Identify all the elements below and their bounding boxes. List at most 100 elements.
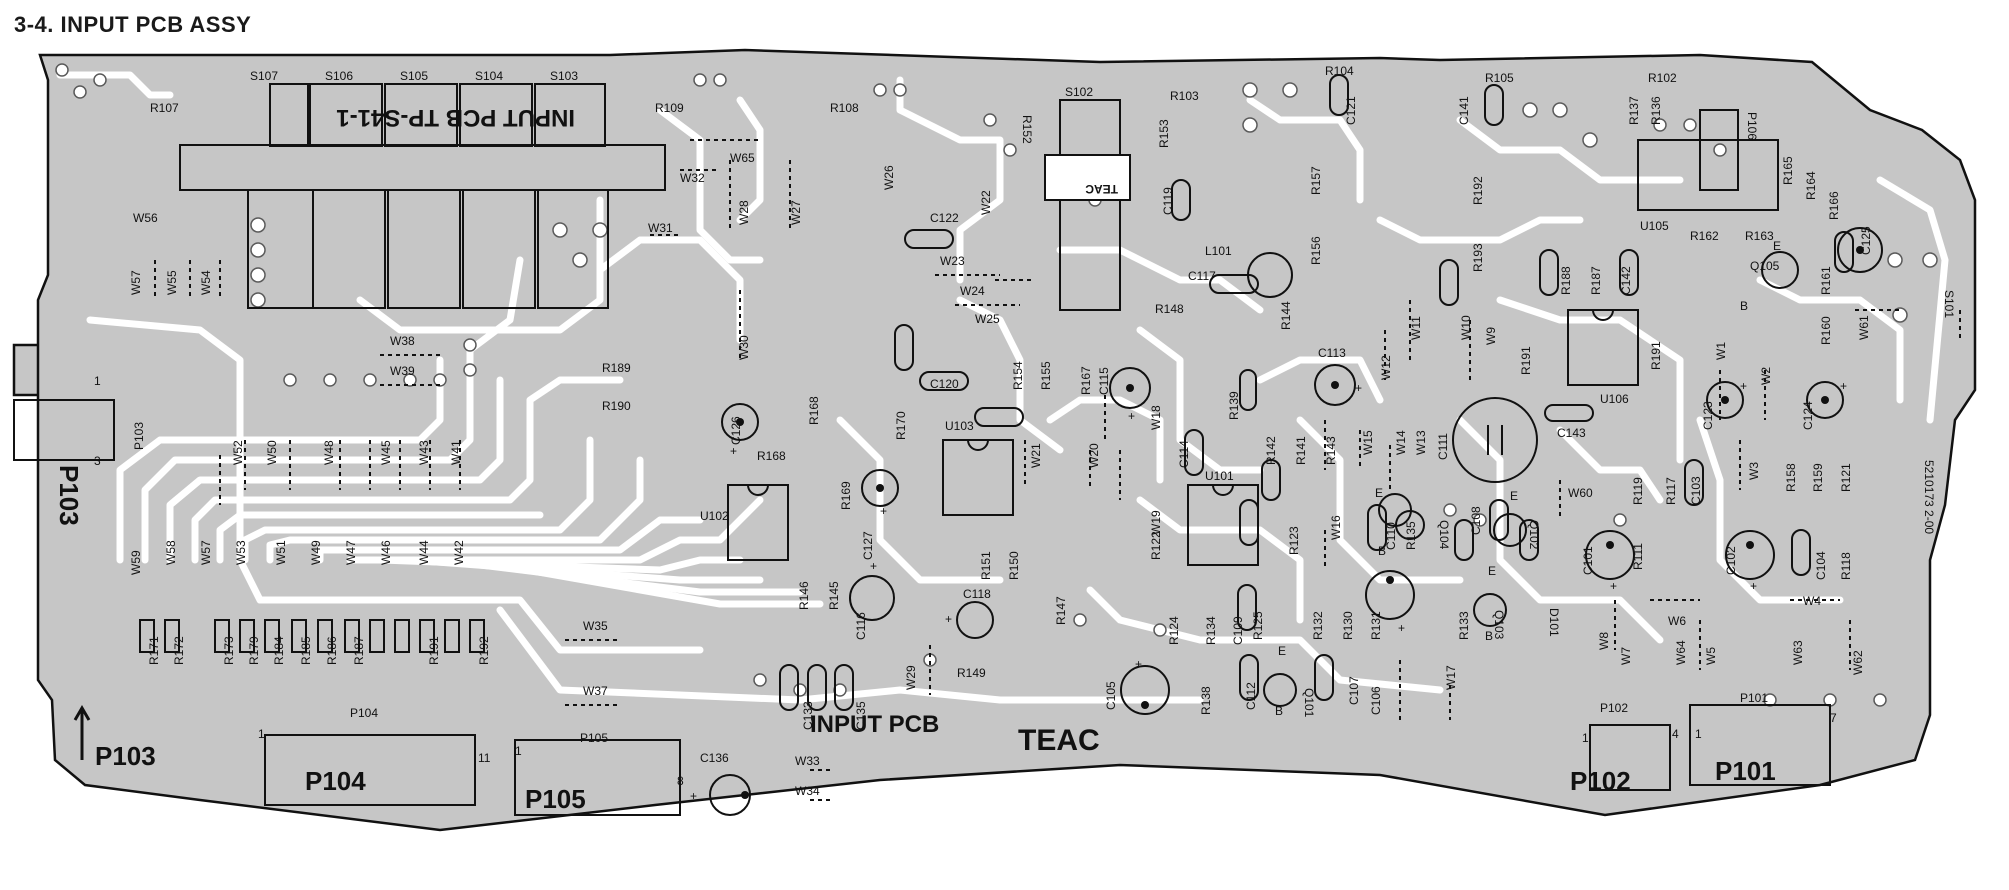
label-r144: R150 xyxy=(1007,551,1021,580)
label-board-brand: TEAC xyxy=(1018,724,1100,757)
label-pin-e-q103: E xyxy=(1488,564,1496,578)
label-p101-pin-end: 7 xyxy=(1830,711,1837,725)
label-r163: R168 xyxy=(757,449,786,463)
label-r165: R170 xyxy=(894,411,908,440)
label-r189: R191 xyxy=(1519,346,1533,375)
label-s107: S107 xyxy=(250,69,278,83)
label-c135: C135 xyxy=(854,701,868,730)
label-d101: D101 xyxy=(1547,608,1561,637)
label-pin-b-q110: B xyxy=(1378,544,1386,558)
label-board-name: INPUT PCB xyxy=(810,711,939,738)
label-r105: R105 xyxy=(1485,71,1514,85)
label-p103-small: P103 xyxy=(132,422,146,450)
label-r192: R193 xyxy=(1471,243,1485,272)
label-w30: W30 xyxy=(737,335,751,360)
label-r187: R187 xyxy=(1589,266,1603,295)
label-r154: R160 xyxy=(1819,316,1833,345)
label-w55: W56 xyxy=(133,211,158,225)
label-r166: R171 xyxy=(147,636,161,665)
label-u103: U103 xyxy=(945,419,974,433)
label-pin-e-q102: E xyxy=(1510,489,1518,503)
label-r142: R148 xyxy=(1155,302,1184,316)
label-w41: W42 xyxy=(452,540,466,565)
label-w33: W33 xyxy=(795,754,820,768)
label-r126: R131 xyxy=(1369,611,1383,640)
label-c116: C116 xyxy=(854,612,868,640)
label-w43: W44 xyxy=(417,540,431,565)
label-r123: R124 xyxy=(1167,616,1181,645)
label-r146: R152 xyxy=(1020,115,1034,144)
label-w38: W38 xyxy=(390,334,415,348)
label-r153: R159 xyxy=(1811,463,1825,492)
label-w49: W50 xyxy=(265,440,279,465)
label-w17: W17 xyxy=(1444,665,1458,690)
label-c119: C119 xyxy=(1161,187,1175,215)
label-w60: W60 xyxy=(1568,486,1593,500)
label-part-number: 5210173 2-00 xyxy=(1922,460,1936,534)
label-p104-pin-start: 1 xyxy=(258,727,265,741)
label-c118: C118 xyxy=(963,587,991,601)
jumper-wires xyxy=(154,139,1961,801)
label-plus-c105: + xyxy=(1135,657,1142,671)
label-w28: W28 xyxy=(737,200,751,225)
label-q101: Q101 xyxy=(1302,688,1316,718)
label-c137: C141 xyxy=(1457,96,1471,125)
solder-pads xyxy=(55,63,1938,707)
label-w32: W32 xyxy=(680,171,705,185)
label-r137: R143 xyxy=(1324,436,1338,465)
label-w54: W55 xyxy=(165,270,179,295)
label-w3: W3 xyxy=(1747,462,1761,480)
label-l101: L101 xyxy=(1205,244,1232,258)
label-r167: R172 xyxy=(172,636,186,665)
label-w9: W9 xyxy=(1484,327,1498,345)
label-w13: W13 xyxy=(1414,430,1428,455)
label-r169: R179 xyxy=(247,636,261,665)
label-pin-e-q105: E xyxy=(1773,239,1781,253)
label-c102: C102 xyxy=(1724,546,1738,575)
label-r152: R158 xyxy=(1784,463,1798,492)
label-w18: W18 xyxy=(1149,405,1163,430)
label-p105: P105 xyxy=(525,784,586,814)
label-w23: W23 xyxy=(940,254,965,268)
label-pin-e-q101: E xyxy=(1278,644,1286,658)
label-s105: S105 xyxy=(400,69,428,83)
label-r122: R123 xyxy=(1287,526,1301,555)
label-s106: S106 xyxy=(325,69,353,83)
label-w35: W35 xyxy=(583,619,608,633)
label-w25: W25 xyxy=(975,312,1000,326)
label-c104: C104 xyxy=(1814,551,1828,580)
label-p101-pin-start: 1 xyxy=(1695,727,1702,741)
label-p106: P106 xyxy=(1745,112,1759,140)
label-plus-c116: + xyxy=(870,559,877,573)
label-r121: R122 xyxy=(1149,531,1163,560)
label-w10: W10 xyxy=(1459,315,1473,340)
label-w48: W49 xyxy=(309,540,323,565)
label-r162: R168 xyxy=(807,396,821,425)
label-r134: R139 xyxy=(1227,391,1241,420)
label-r148: R155 xyxy=(1039,361,1053,390)
label-w2: W2 xyxy=(1759,367,1773,385)
label-w6: W6 xyxy=(1668,614,1686,628)
label-c114: C114 xyxy=(1177,440,1191,468)
label-r111: R111 xyxy=(1631,543,1645,570)
label-s101: S101 xyxy=(1942,290,1956,318)
label-r124: R125 xyxy=(1251,611,1265,640)
label-r135: R141 xyxy=(1294,436,1308,465)
label-w47: W48 xyxy=(322,440,336,465)
label-pin-b-q103: B xyxy=(1485,629,1493,643)
label-w27: W27 xyxy=(789,200,803,225)
label-r179: R189 xyxy=(602,361,631,375)
label-w24: W24 xyxy=(960,284,985,298)
label-c105: C105 xyxy=(1104,681,1118,710)
label-c112: C112 xyxy=(1244,682,1258,710)
label-r156: R162 xyxy=(1690,229,1719,243)
label-w21: W21 xyxy=(1029,443,1043,468)
label-c101: C101 xyxy=(1581,546,1595,575)
label-w51: W52 xyxy=(231,440,245,465)
label-s104: S104 xyxy=(475,69,503,83)
label-q104: Q104 xyxy=(1437,520,1451,550)
label-c126: C126 xyxy=(729,416,743,445)
label-plus-c101: + xyxy=(1610,579,1617,593)
label-plus-c113: + xyxy=(1355,381,1362,395)
